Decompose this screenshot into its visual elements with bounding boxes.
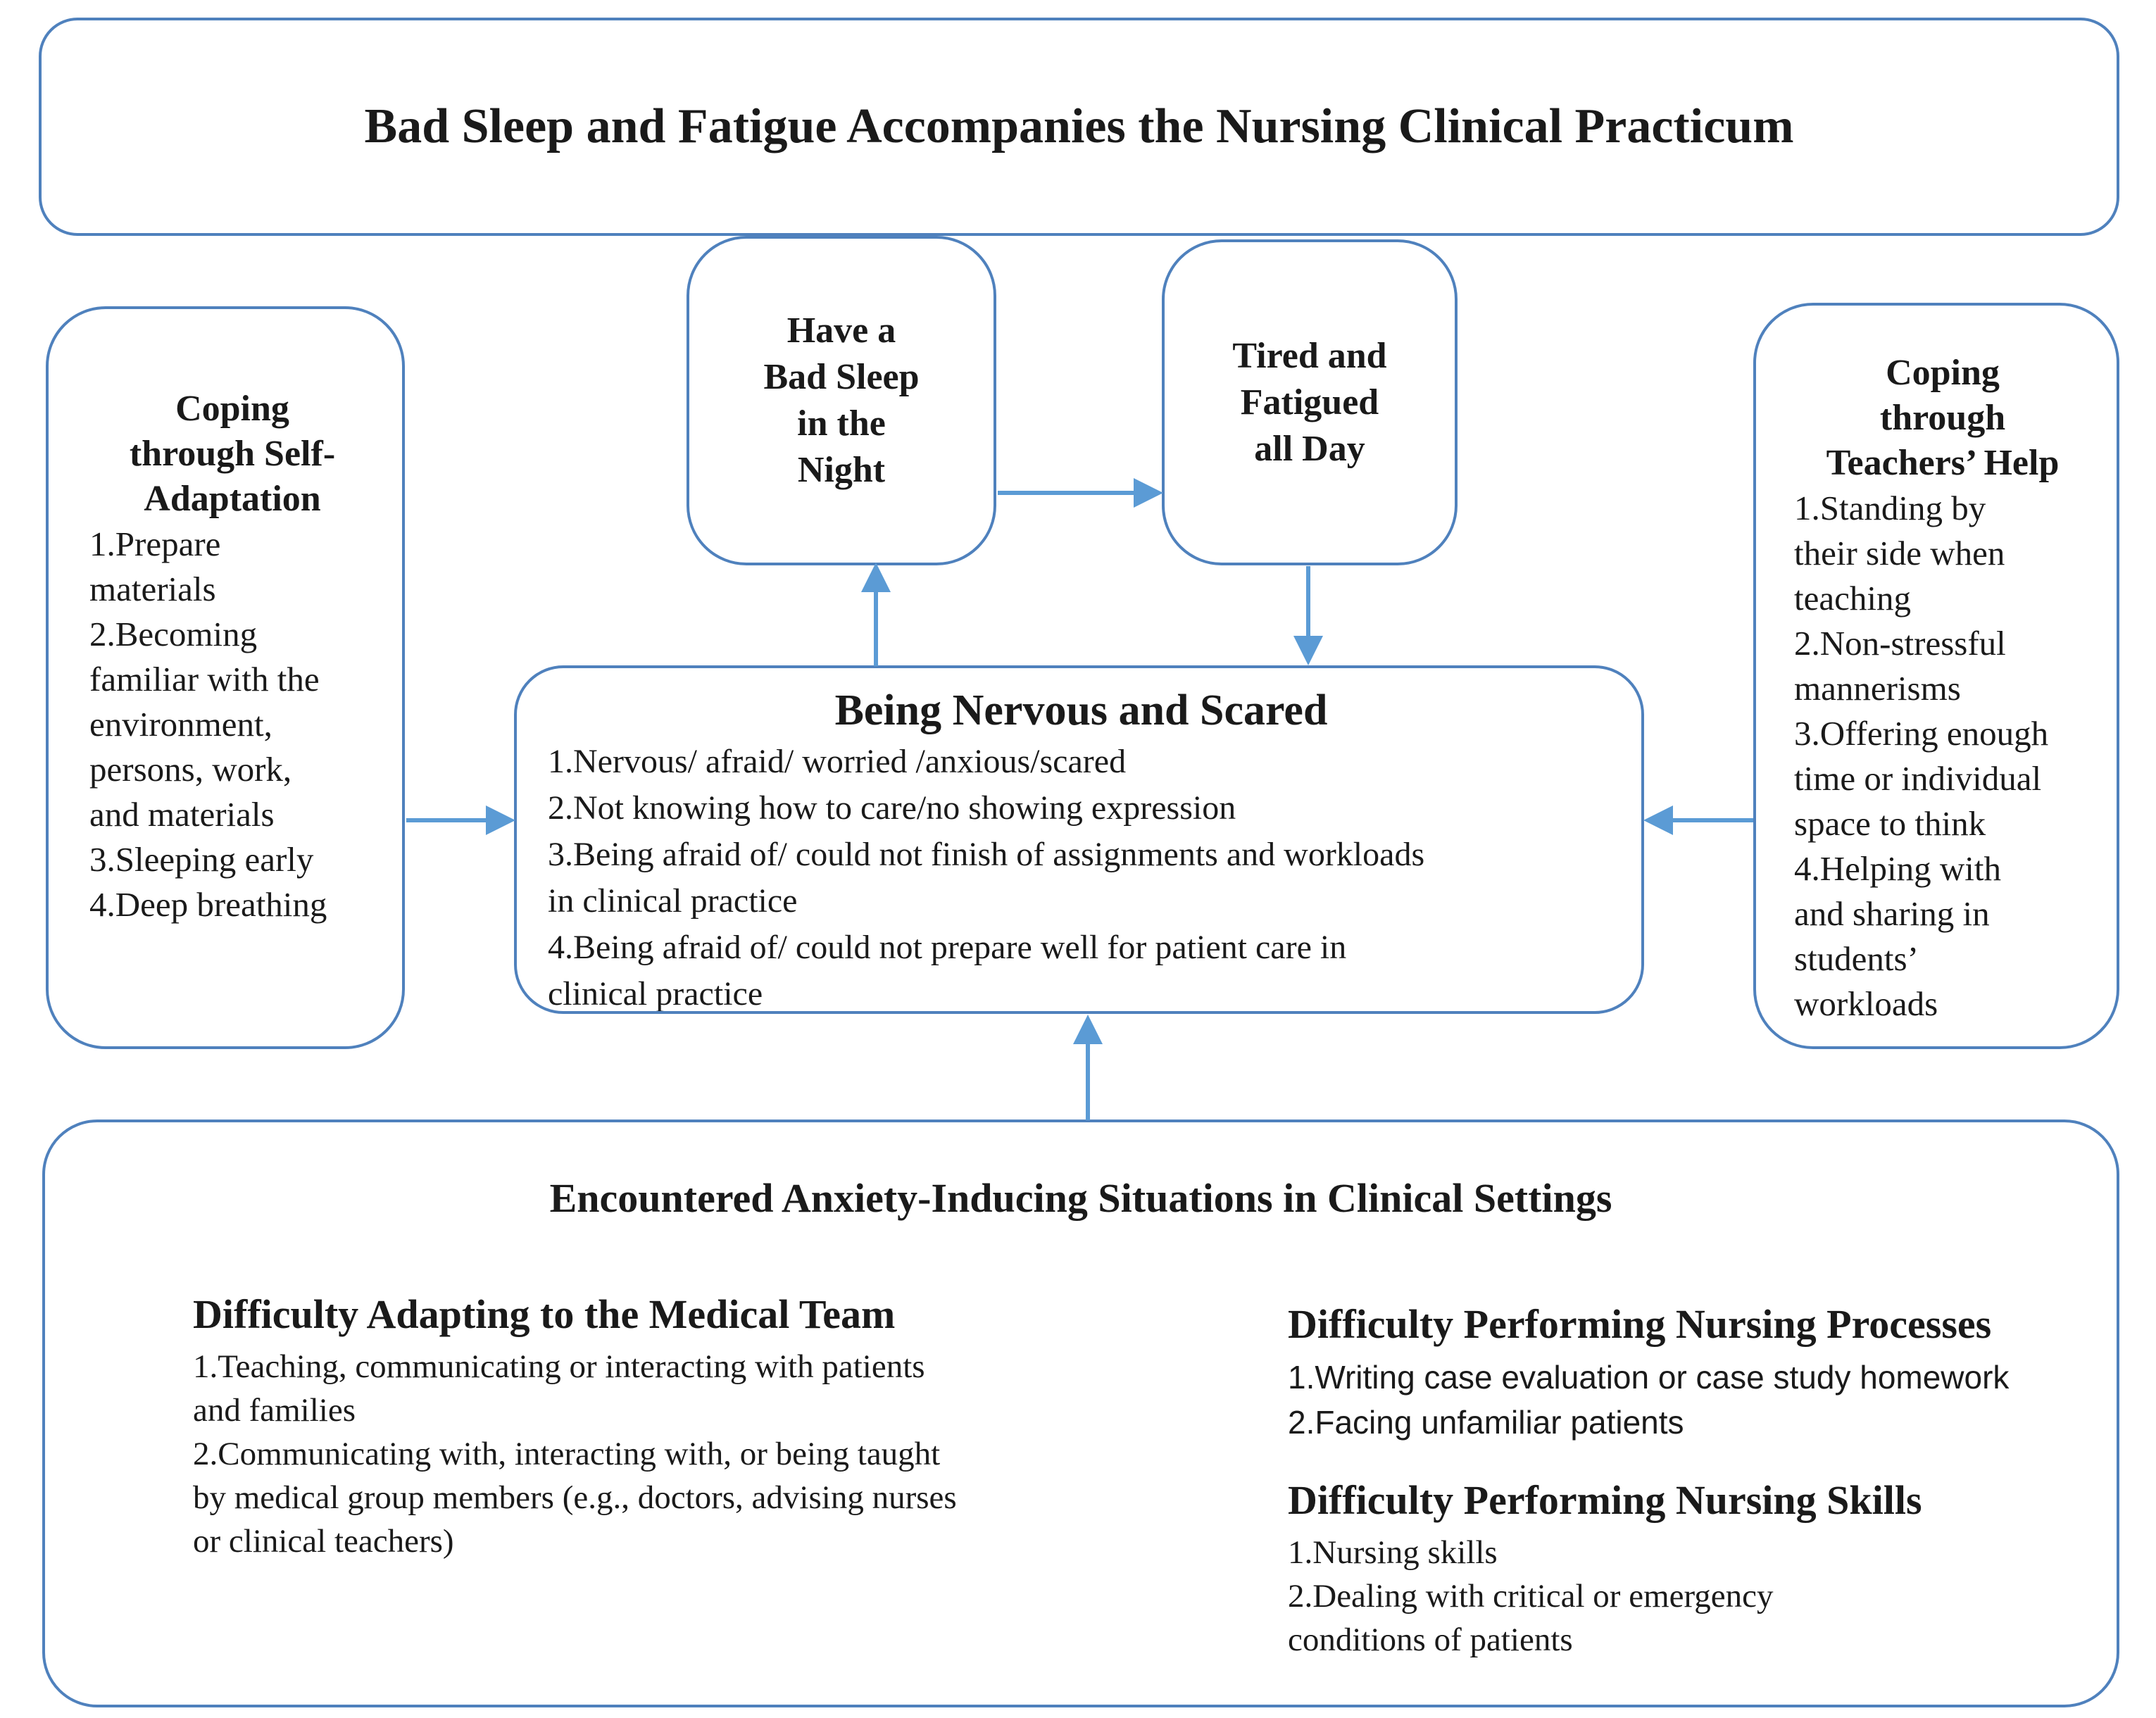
list-item: 3.Offering enough time or individual spa…	[1794, 714, 2049, 843]
list-item: 2.Dealing with critical or emergency con…	[1288, 1578, 1774, 1658]
list-item: 1.Standing by their side when teaching	[1794, 489, 2005, 617]
list-item: 4.Helping with and sharing in students’ …	[1794, 849, 2001, 1023]
arrow-shaft	[1306, 566, 1310, 637]
arrow-head-right-icon	[1134, 478, 1163, 508]
nursing-processes-section: Difficulty Performing Nursing Processes …	[1288, 1300, 2105, 1445]
nervous-scared-list: 1.Nervous/ afraid/ worried /anxious/scar…	[548, 739, 1615, 1012]
tired-fatigued-label: Tired and Fatigued all Day	[1232, 335, 1387, 469]
arrow-head-right-icon	[486, 805, 515, 835]
arrow-head-left-icon	[1643, 805, 1673, 835]
nursing-skills-heading: Difficulty Performing Nursing Skills	[1288, 1477, 1922, 1523]
nervous-scared-node: Being Nervous and Scared 1.Nervous/ afra…	[514, 665, 1644, 1014]
arrow-head-up-icon	[1073, 1015, 1103, 1044]
medical-team-list: 1.Teaching, communicating or interacting…	[193, 1345, 1129, 1563]
list-item: 2.Becoming familiar with the environment…	[89, 615, 320, 834]
list-item: 3.Sleeping early	[89, 840, 314, 879]
list-item: 4.Being afraid of/ could not prepare wel…	[548, 929, 1347, 1012]
situations-right-column: Difficulty Performing Nursing Processes …	[1288, 1300, 2105, 1662]
arrow-shaft	[406, 818, 487, 822]
list-item: 1.Teaching, communicating or interacting…	[193, 1348, 925, 1429]
situations-title: Encountered Anxiety-Inducing Situations …	[549, 1175, 1612, 1221]
arrow-head-down-icon	[1293, 636, 1323, 665]
list-item: 2.Not knowing how to care/no showing exp…	[548, 789, 1236, 827]
teachers-help-node: Coping through Teachers’ Help 1.Standing…	[1753, 303, 2119, 1049]
medical-team-heading: Difficulty Adapting to the Medical Team	[193, 1291, 896, 1337]
bad-sleep-node: Have a Bad Sleep in the Night	[687, 236, 996, 565]
list-item: 1.Writing case evaluation or case study …	[1288, 1359, 2010, 1396]
self-adaptation-list: 1.Prepare materials 2.Becoming familiar …	[89, 522, 375, 927]
list-item: 4.Deep breathing	[89, 885, 327, 924]
arrow-head-up-icon	[861, 563, 891, 592]
self-adaptation-title: Coping through Self- Adaptation	[129, 389, 336, 519]
nursing-skills-list: 1.Nursing skills 2.Dealing with critical…	[1288, 1531, 2105, 1662]
arrow-shaft	[874, 591, 878, 666]
nursing-processes-list: 1.Writing case evaluation or case study …	[1288, 1355, 2105, 1445]
list-item: 1.Prepare materials	[89, 525, 221, 608]
list-item: 2.Facing unfamiliar patients	[1288, 1404, 1684, 1441]
arrow-shaft	[1673, 818, 1753, 822]
list-item: 2.Communicating with, interacting with, …	[193, 1436, 957, 1560]
nursing-processes-heading: Difficulty Performing Nursing Processes	[1288, 1301, 1992, 1347]
nervous-scared-title: Being Nervous and Scared	[834, 686, 1328, 734]
situations-left-column: Difficulty Adapting to the Medical Team …	[193, 1290, 1129, 1563]
teachers-help-title: Coping through Teachers’ Help	[1826, 353, 2060, 483]
situations-node: Encountered Anxiety-Inducing Situations …	[42, 1120, 2119, 1707]
bad-sleep-label: Have a Bad Sleep in the Night	[763, 311, 920, 490]
arrow-shaft	[1086, 1043, 1090, 1120]
self-adaptation-node: Coping through Self- Adaptation 1.Prepar…	[46, 306, 405, 1049]
nursing-skills-section: Difficulty Performing Nursing Skills 1.N…	[1288, 1476, 2105, 1662]
list-item: 1.Nursing skills	[1288, 1534, 1498, 1571]
title-box: Bad Sleep and Fatigue Accompanies the Nu…	[39, 18, 2119, 236]
diagram-title: Bad Sleep and Fatigue Accompanies the Nu…	[364, 99, 1794, 153]
tired-fatigued-node: Tired and Fatigued all Day	[1162, 239, 1458, 565]
list-item: 3.Being afraid of/ could not finish of a…	[548, 836, 1425, 920]
list-item: 2.Non-stressful mannerisms	[1794, 624, 2006, 708]
list-item: 1.Nervous/ afraid/ worried /anxious/scar…	[548, 743, 1127, 780]
arrow-shaft	[998, 491, 1136, 495]
teachers-help-list: 1.Standing by their side when teaching 2…	[1794, 486, 2091, 1027]
